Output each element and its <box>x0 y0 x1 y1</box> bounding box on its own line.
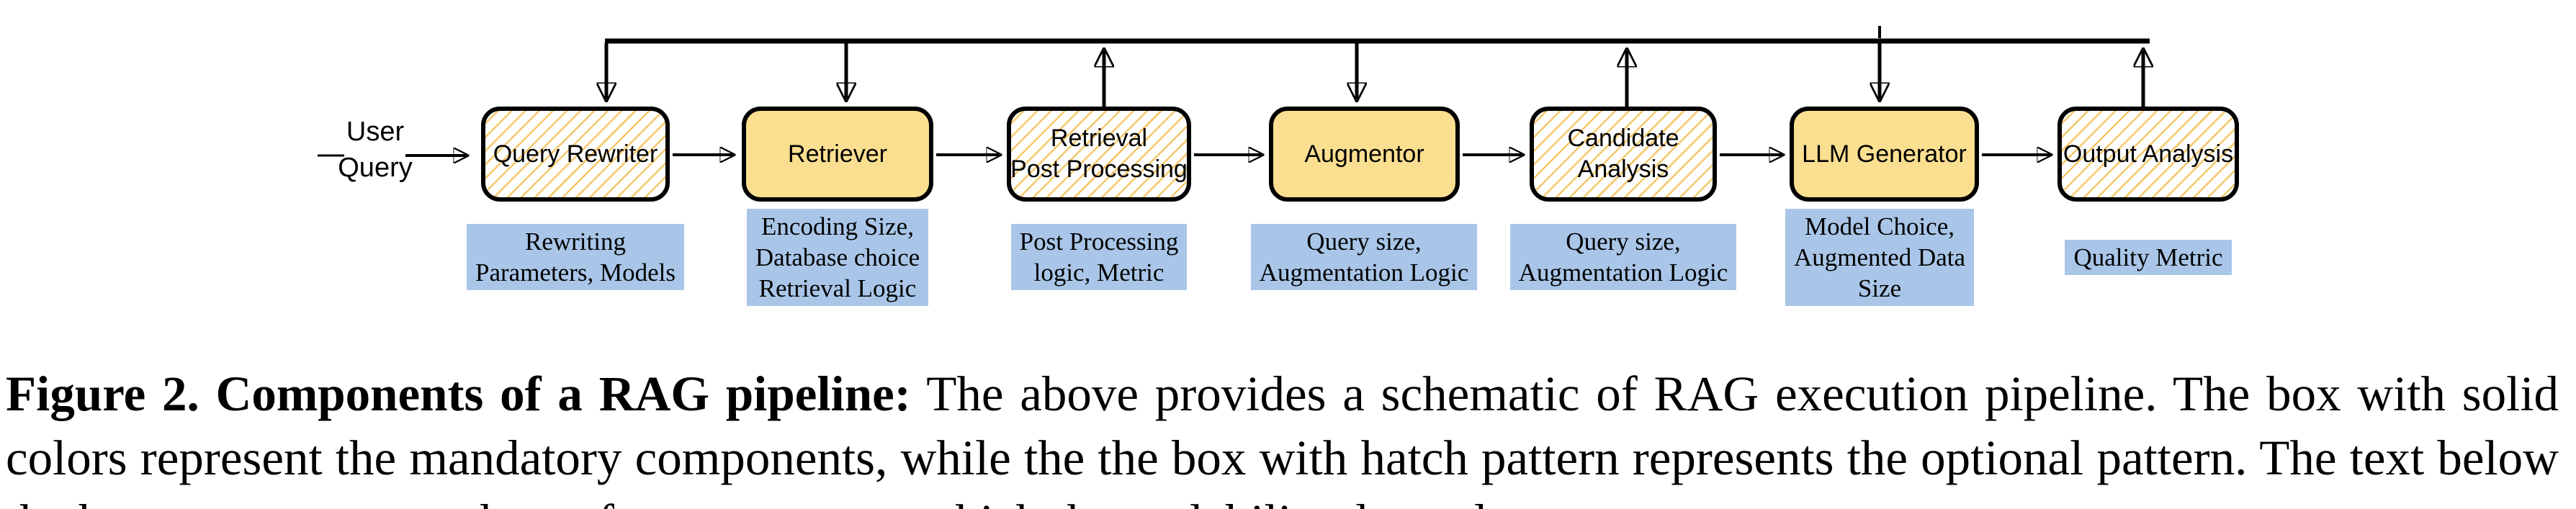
params-augmentor: Query size, Augmentation Logic <box>1213 209 1515 305</box>
node-candidate-analysis: Candidate Analysis <box>1530 107 1717 202</box>
node-output-analysis: Output Analysis <box>2057 107 2239 202</box>
figure-caption: Figure 2. Components of a RAG pipeline: … <box>6 362 2559 509</box>
node-query-rewriter: Query Rewriter <box>481 107 670 202</box>
figure-caption-lead: Figure 2. Components of a RAG pipeline: <box>6 366 911 421</box>
node-augmentor: Augmentor <box>1269 107 1460 202</box>
node-retrieval-post-processing: Retrieval Post Processing <box>1007 107 1191 202</box>
node-label: Output Analysis <box>2063 140 2234 168</box>
node-label: Retriever <box>788 140 887 168</box>
params-candidate-analysis: Query size, Augmentation Logic <box>1472 209 1774 305</box>
param-chip: Query size, Augmentation Logic <box>1509 224 1737 290</box>
param-chip: Model Choice, Augmented Data Size <box>1785 208 1975 306</box>
node-label: Augmentor <box>1304 140 1424 168</box>
node-label: Candidate Analysis <box>1567 125 1679 183</box>
param-chip: Rewriting Parameters, Models <box>467 224 684 290</box>
params-llm-generator: Model Choice, Augmented Data Size <box>1728 208 2031 306</box>
figure-caption-body: The above provides a schematic of RAG ex… <box>6 366 2559 509</box>
node-label: Query Rewriter <box>493 140 658 168</box>
param-chip: Query size, Augmentation Logic <box>1250 224 1478 290</box>
params-retrieval-post-processing: Post Processing logic, Metric <box>948 209 1250 305</box>
params-retriever: Encoding Size, Database choice Retrieval… <box>686 208 989 306</box>
param-chip: Encoding Size, Database choice Retrieval… <box>746 208 929 306</box>
node-label: LLM Generator <box>1802 140 1967 168</box>
node-retriever: Retriever <box>742 107 933 202</box>
params-query-rewriter: Rewriting Parameters, Models <box>424 209 727 305</box>
param-chip: Quality Metric <box>2065 239 2232 275</box>
params-output-analysis: Quality Metric <box>1997 209 2299 305</box>
node-label: Retrieval Post Processing <box>1010 125 1188 183</box>
node-llm-generator: LLM Generator <box>1790 107 1979 202</box>
param-chip: Post Processing logic, Metric <box>1010 224 1188 290</box>
user-query-label: User Query <box>338 117 413 183</box>
